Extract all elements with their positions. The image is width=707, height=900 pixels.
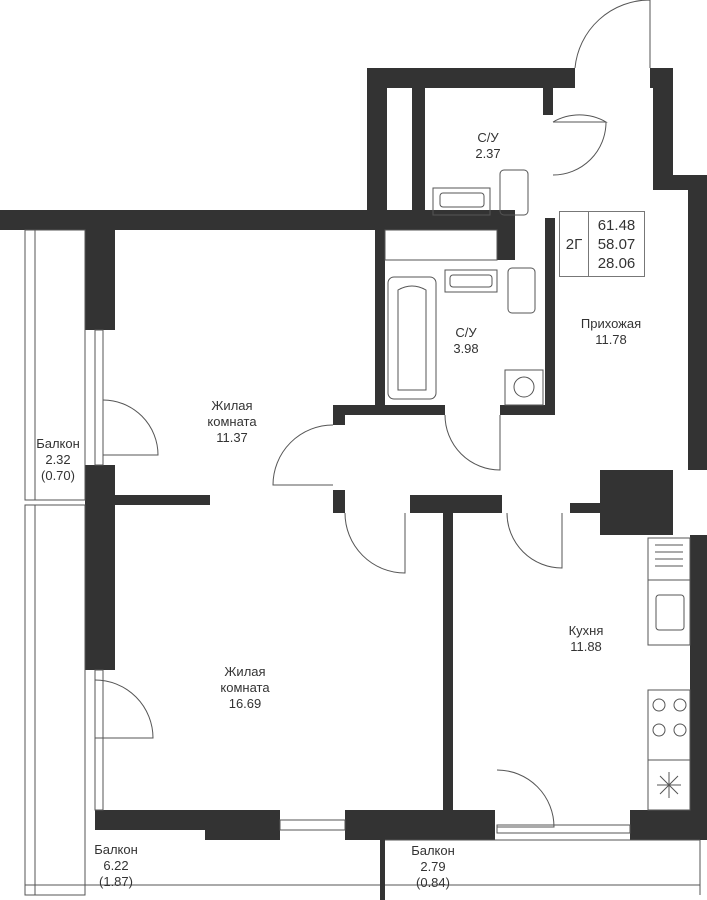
apartment-info-box: 2Г 61.48 58.07 28.06 [559,211,645,277]
room-area: 11.37 [216,430,248,445]
room-name: Жилая [224,664,266,679]
room-name: С/У [455,325,477,340]
total-area: 61.48 [597,216,636,234]
room-label-balcony-2: Балкон 6.22 (1.87) [94,842,138,890]
room-label-living-room-1: Жилая комната 11.37 [207,398,256,446]
room-name: комната [207,414,257,429]
room-area: 2.79 [420,859,446,874]
room-area: 2.32 [45,452,71,467]
room-name: Балкон [411,843,455,858]
room-name: Прихожая [580,316,642,331]
room-name: Балкон [94,842,138,857]
room-reduced-area: (0.70) [41,468,75,483]
room-name: Жилая [211,398,253,413]
room-name: С/У [477,130,499,145]
room-name: Кухня [568,623,604,638]
room-area: 2.37 [475,146,501,161]
room-area: 3.98 [453,341,479,356]
room-area: 6.22 [103,858,129,873]
room-name: комната [220,680,270,695]
room-label-balcony-3: Балкон 2.79 (0.84) [411,843,455,891]
room-name: Балкон [36,436,80,451]
room-area: 16.69 [228,696,262,711]
room-area: 11.78 [595,332,627,347]
room-reduced-area: (0.84) [416,875,450,890]
apartment-type: 2Г [560,212,589,276]
room-label-bathroom: С/У 3.98 [453,325,478,357]
walls [0,68,707,900]
room-label-bathroom-small: С/У 2.37 [475,130,500,162]
room-area: 11.88 [570,639,602,654]
living-total-area: 58.07 [597,235,636,253]
room-reduced-area: (1.87) [99,874,133,889]
room-label-balcony-1: Балкон 2.32 (0.70) [36,436,80,484]
room-label-living-room-2: Жилая комната 16.69 [220,664,269,712]
room-label-kitchen: Кухня 11.88 [569,623,604,655]
living-area: 28.06 [597,254,636,272]
room-label-hallway: Прихожая 11.78 [581,316,641,348]
fixtures-and-doors [24,0,701,896]
